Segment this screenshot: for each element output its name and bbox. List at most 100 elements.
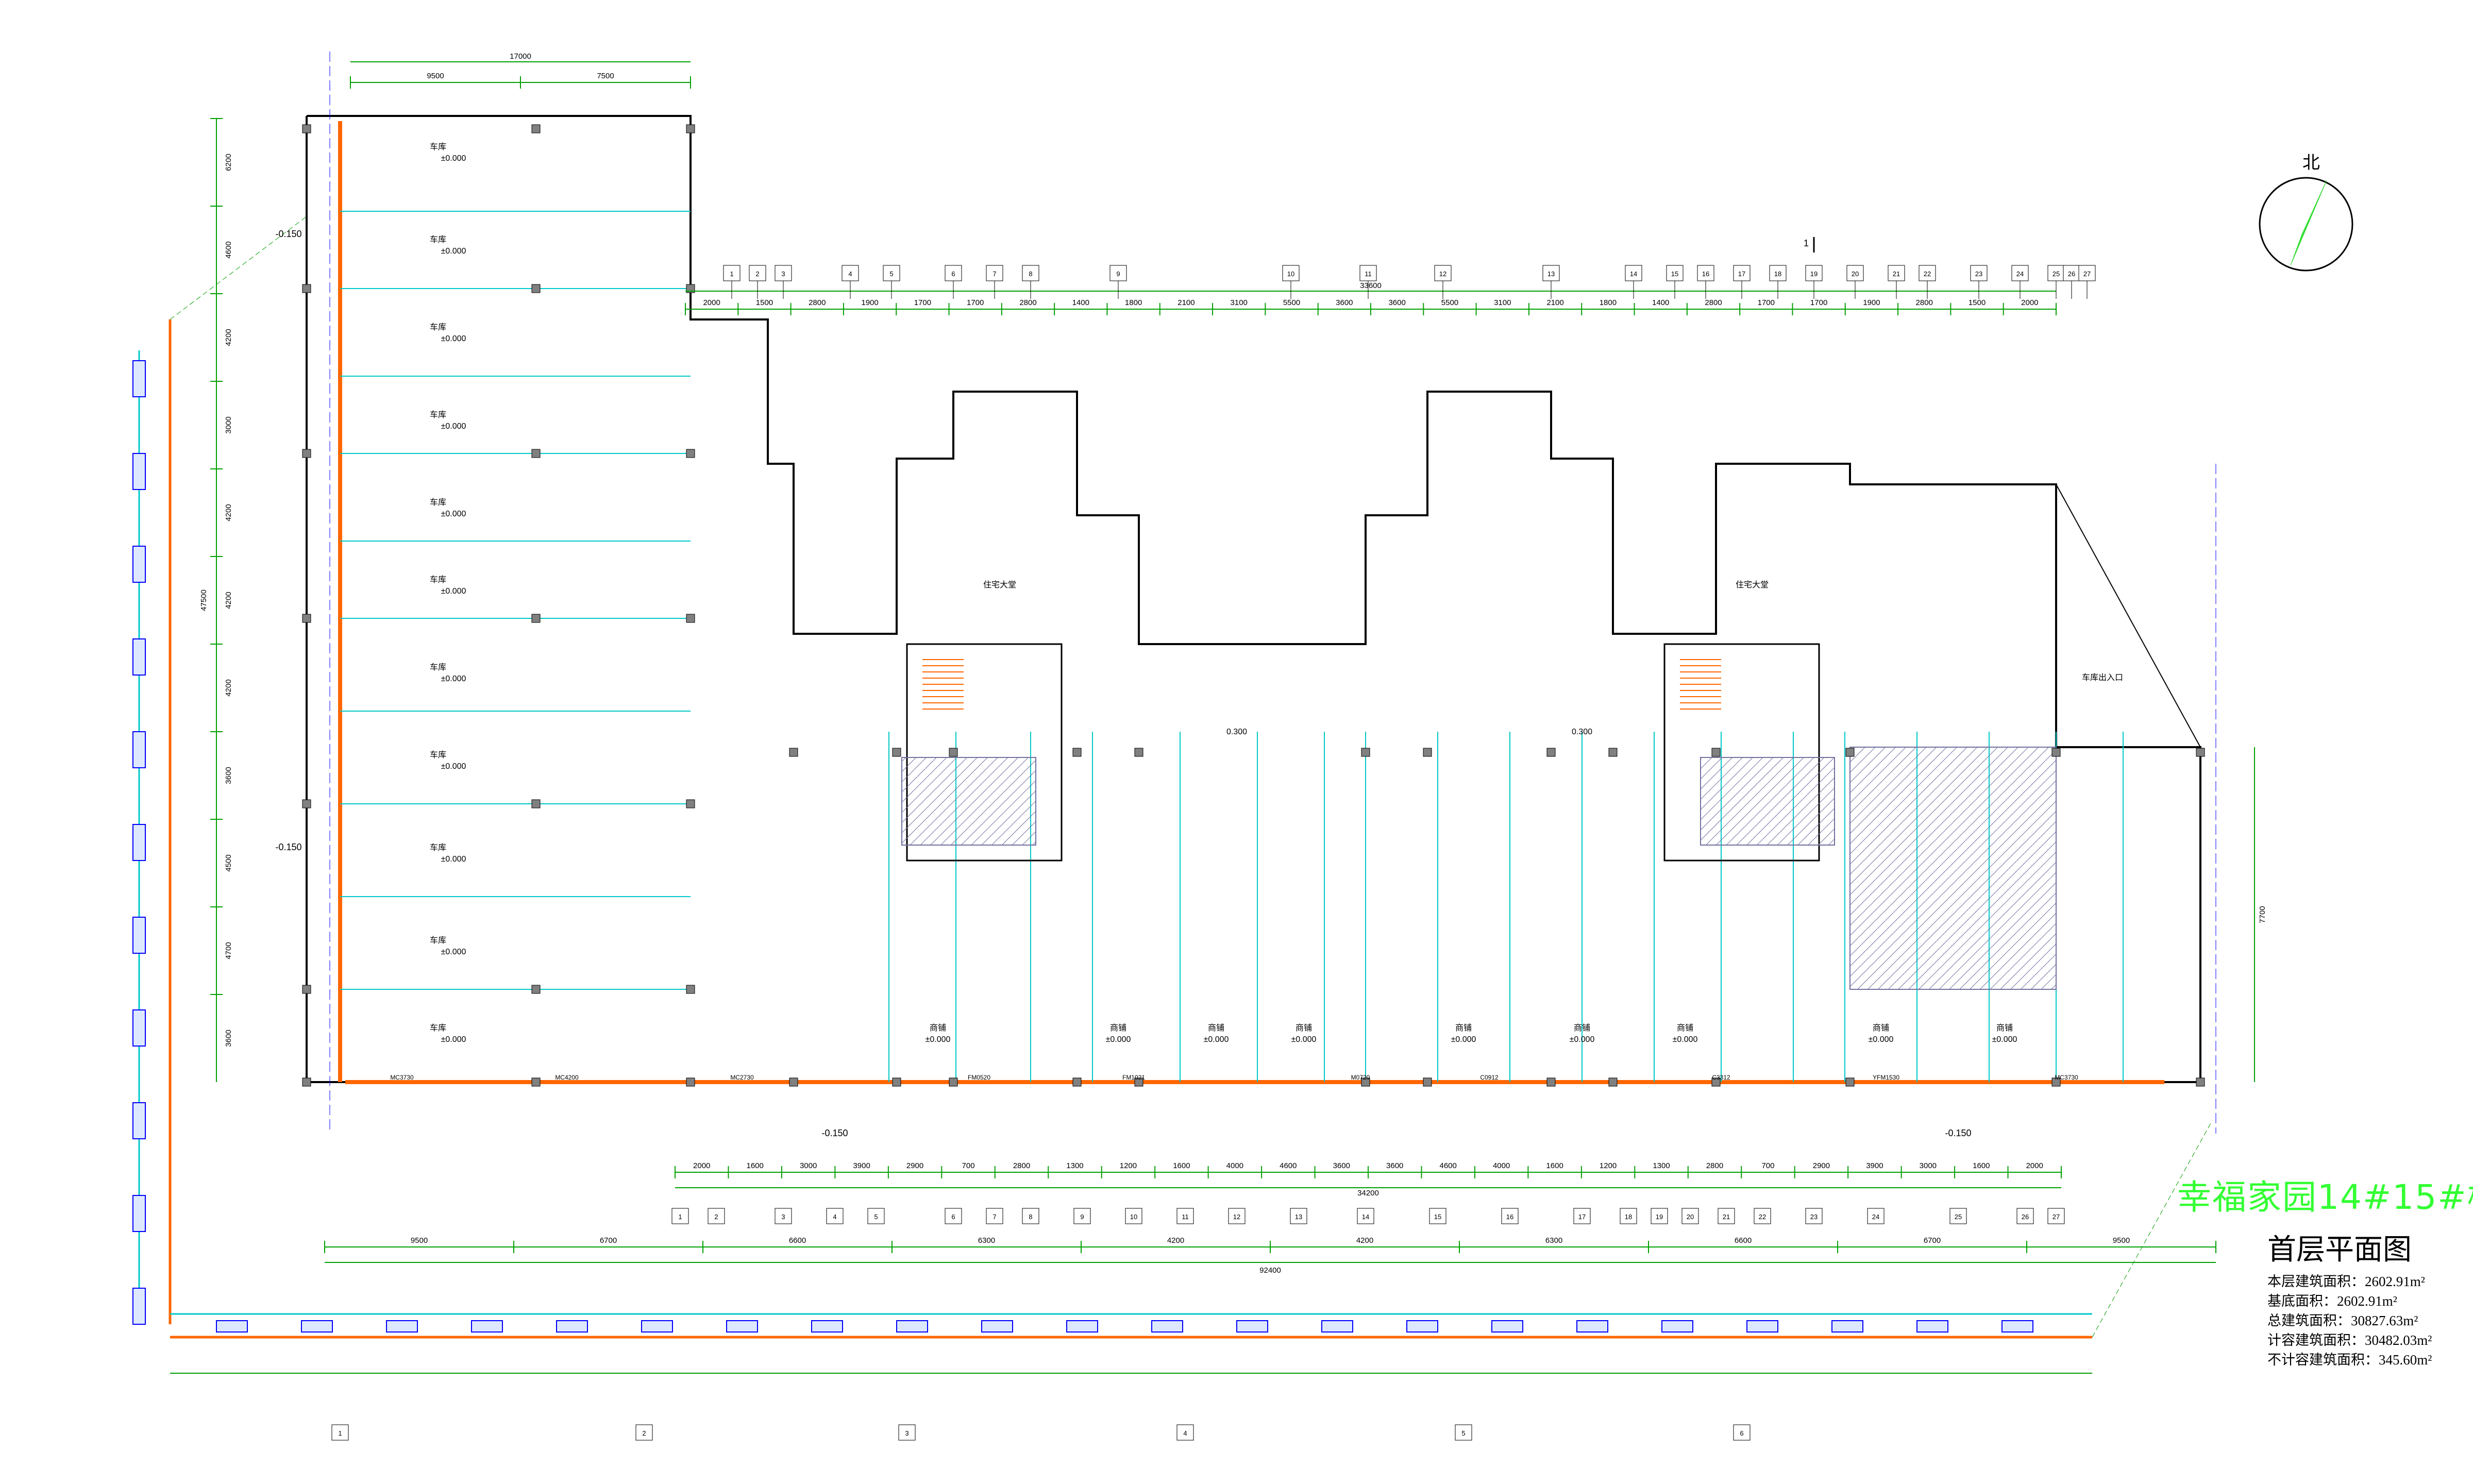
garage-ramp-hatch [1849,747,2057,990]
grid-mark-bottom-label: 11 [1182,1213,1189,1221]
column-45 [2196,1077,2205,1087]
room-elevation: ±0.000 [1451,1035,1476,1044]
room-label-garage: 车库 [430,498,446,507]
dim-upper-label: 1900 [861,298,878,307]
room-label-shop: 商铺 [1296,1023,1312,1033]
dim-upper-label: 1700 [967,298,984,307]
column-39 [1711,1077,1721,1087]
room-elevation: ±0.000 [441,510,466,518]
dim-bottom-label: 3000 [800,1161,817,1170]
grid-mark-top-label: 24 [2016,270,2024,278]
dim-upper-label: 2800 [1916,298,1933,307]
grid-mark-bottom-label: 6 [951,1213,955,1221]
grid-mark-bottom-label: 20 [1687,1213,1694,1221]
dim-overall-label: 4200 [1356,1236,1373,1245]
dim-upper-label: 1800 [1600,298,1617,307]
column-22 [789,748,798,757]
column-20 [686,1077,695,1087]
projection-line-right [2092,1123,2211,1338]
dim-bottom-label: 2800 [1013,1161,1030,1170]
projection-line-left [170,216,307,320]
room-elevation: ±0.000 [1673,1035,1698,1044]
dim-upper-label: 1400 [1072,298,1089,307]
dim-upper-label: 3100 [1231,298,1248,307]
dim-left-label: 4200 [224,504,233,521]
column-38 [1608,748,1618,757]
dim-bottom-label: 1300 [1066,1161,1083,1170]
grid-mark-bottom [986,1208,1003,1224]
grid-mark-outer [1176,1424,1194,1441]
elevation-porch: 0.300 [1226,728,1247,736]
grid-mark-outer-label: 2 [642,1429,646,1437]
dim-overall-label: 9500 [2113,1236,2130,1245]
dim-upper-label: 2800 [1019,298,1036,307]
grid-mark-bottom [867,1208,885,1224]
dim-bottom-label: 1200 [1600,1161,1617,1170]
door-code: C3312 [1712,1074,1730,1081]
grid-mark-top-label: 18 [1774,270,1781,278]
grid-mark-bottom-label: 12 [1233,1213,1240,1221]
grid-mark-bottom [1651,1208,1668,1224]
bottom-facade-window [1661,1320,1693,1333]
room-elevation: ±0.000 [441,1035,466,1044]
grid-mark-top [1697,265,1714,281]
grid-mark-top-label: 20 [1852,270,1859,278]
dim-upper-label: 2000 [2021,298,2038,307]
dim-upper-label: 5500 [1441,298,1458,307]
stat-base-area: 基底面积：2602.91m² [2267,1293,2397,1309]
room-elevation: ±0.000 [441,247,466,256]
facade-window [132,453,146,490]
dim-overall-label: 6300 [1545,1236,1562,1245]
facade-window [132,917,146,954]
dim-bottom-label: 3900 [1866,1161,1883,1170]
door-code: M0720 [1351,1074,1370,1081]
room-elevation: ±0.000 [1291,1035,1317,1044]
column-7 [531,449,541,458]
dim-upper-label: 1700 [914,298,931,307]
elevation-outdoor-front-right: -0.150 [1945,1128,1971,1138]
dim-left-label: 3600 [224,767,233,784]
grid-mark-outer [331,1424,349,1441]
dim-bottom-label: 2800 [1706,1161,1723,1170]
grid-mark-top [1805,265,1823,281]
grid-mark-bottom [1429,1208,1446,1224]
dim-left-label: 4200 [224,679,233,696]
column-4 [531,284,541,293]
stat-uncounted-area: 不计容建筑面积：345.60m² [2267,1352,2432,1368]
column-30 [1134,748,1143,757]
grid-mark-top-label: 21 [1893,270,1900,278]
grid-mark-top-label: 2 [755,270,759,278]
grid-mark-bottom [1073,1208,1091,1224]
dim-bottom-label: 1300 [1653,1161,1670,1170]
facade-window [132,1195,146,1232]
dim-bottom-label: 2900 [906,1161,923,1170]
column-33 [1423,1077,1432,1087]
bottom-facade-window [641,1320,673,1333]
dim-upper-label: 2100 [1177,298,1195,307]
grid-mark-top [723,265,741,281]
grid-mark-top [945,265,962,281]
grid-mark-bottom [1501,1208,1519,1224]
room-elevation: ±0.000 [441,762,466,771]
dim-left-label: 4200 [224,329,233,346]
grid-mark-bottom [945,1208,962,1224]
grid-mark-top-label: 25 [2053,270,2060,278]
room-label-shop: 商铺 [1208,1023,1224,1033]
column-14 [686,799,695,808]
grid-mark-top-label: 10 [1287,270,1294,278]
facade-window [132,1288,146,1325]
dim-bottom-label: 3900 [853,1161,870,1170]
bottom-facade-window [1236,1320,1268,1333]
grid-mark-bottom-label: 18 [1625,1213,1632,1221]
grid-mark-bottom [1176,1208,1194,1224]
room-label-garage: 车库 [430,142,446,151]
dim-overall-total: 92400 [1259,1266,1281,1275]
dim-bottom-label: 1200 [1120,1161,1137,1170]
north-arrow-circle [2259,177,2353,272]
elevation-porch: 0.300 [1572,728,1592,736]
dim-upper-label: 3600 [1388,298,1405,307]
bottom-facade-window [981,1320,1013,1333]
grid-mark-top-label: 5 [889,270,893,278]
column-34 [1423,748,1432,757]
